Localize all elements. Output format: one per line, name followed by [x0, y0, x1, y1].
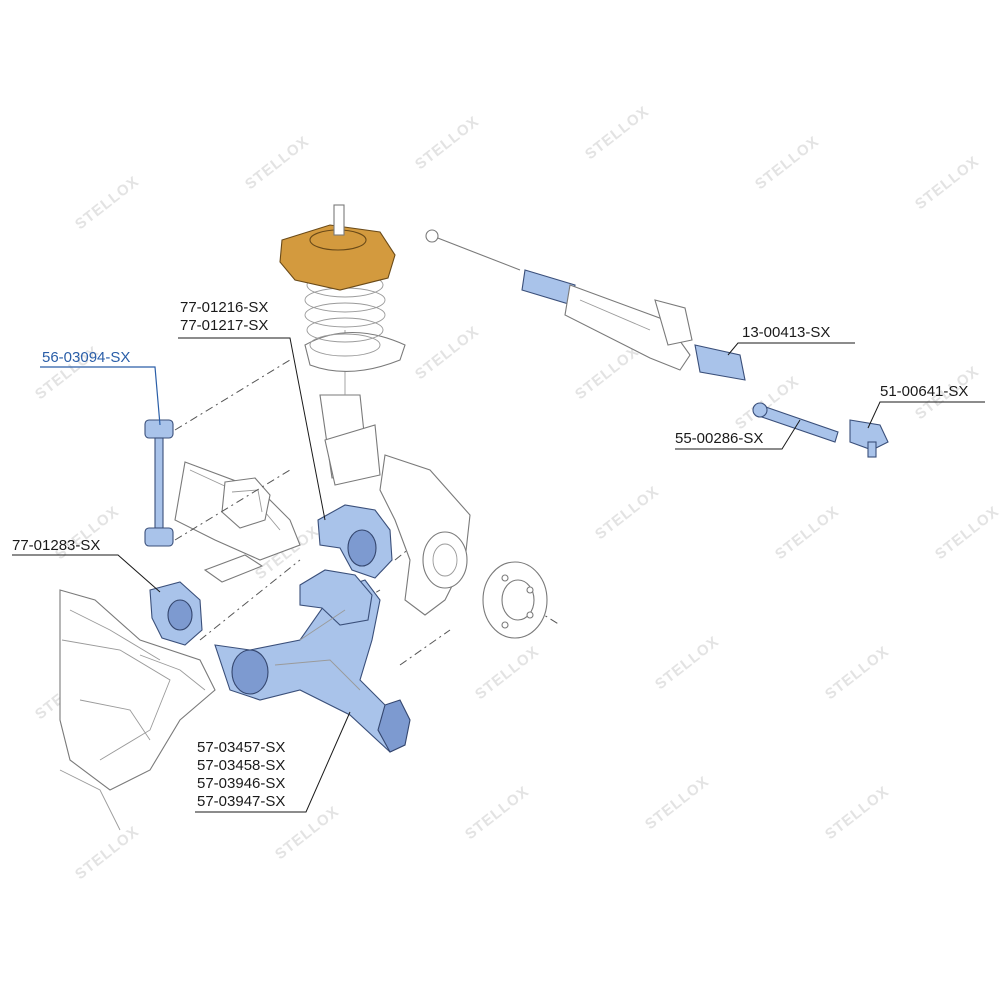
watermark-text: STELLOX [572, 343, 642, 403]
watermark-text: STELLOX [462, 783, 532, 843]
watermark-text: STELLOX [652, 633, 722, 693]
watermark-text: STELLOX [822, 783, 892, 843]
arm-bushing-rear [317, 504, 393, 579]
wheel-hub [482, 561, 548, 639]
watermark-text: STELLOX [822, 643, 892, 703]
steering-knuckle [379, 454, 471, 616]
leader-57-03457 [195, 711, 351, 813]
part-label-57-03946[interactable]: 57-03946-SX [197, 775, 285, 792]
arm-bushing-front [149, 581, 203, 646]
watermark-text: STELLOX [912, 153, 982, 213]
watermark-text: STELLOX [52, 503, 122, 563]
watermark-text: STELLOX [72, 823, 142, 883]
part-labels: 56-03094-SX 77-01216-SX 77-01217-SX 77-0… [12, 299, 968, 810]
part-label-57-03457[interactable]: 57-03457-SX [197, 739, 285, 756]
watermark-text: STELLOX [642, 773, 712, 833]
tie-rod-end [849, 419, 889, 458]
watermark-text: STELLOX [752, 133, 822, 193]
watermark-text: STELLOX [772, 503, 842, 563]
watermark-text: STELLOX [412, 113, 482, 173]
watermark-text: STELLOX [592, 483, 662, 543]
watermark-text: STELLOX [582, 103, 652, 163]
watermark-layer: STELLOX STELLOX STELLOX STELLOX STELLOX STELL… [32, 103, 1000, 883]
leader-13-00413 [727, 342, 855, 356]
part-label-57-03458[interactable]: 57-03458-SX [197, 757, 285, 774]
watermark-text: STELLOX [932, 503, 1000, 563]
strut-mount [279, 204, 396, 291]
leader-lines [12, 337, 985, 813]
leader-55-00286 [675, 419, 801, 450]
leader-56-03094 [40, 366, 161, 426]
watermark-text: STELLOX [412, 323, 482, 383]
part-label-77-01216[interactable]: 77-01216-SX [180, 299, 268, 316]
steering-rack [425, 229, 746, 381]
watermark-text: STELLOX [242, 133, 312, 193]
lower-control-arm [214, 569, 411, 753]
subframe [59, 589, 216, 831]
stabilizer-link [144, 419, 174, 547]
leader-51-00641 [867, 401, 985, 429]
part-label-77-01283[interactable]: 77-01283-SX [12, 537, 100, 554]
leader-77-01283 [12, 554, 161, 593]
part-label-57-03947[interactable]: 57-03947-SX [197, 793, 285, 810]
part-label-56-03094[interactable]: 56-03094-SX [42, 349, 130, 366]
watermark-text: STELLOX [72, 173, 142, 233]
shock-absorber [304, 330, 406, 486]
tie-rod [752, 402, 839, 443]
leader-77-01216 [178, 337, 326, 521]
part-label-55-00286[interactable]: 55-00286-SX [675, 430, 763, 447]
part-label-77-01217[interactable]: 77-01217-SX [180, 317, 268, 334]
watermark-text: STELLOX [472, 643, 542, 703]
part-label-51-00641[interactable]: 51-00641-SX [880, 383, 968, 400]
part-label-13-00413[interactable]: 13-00413-SX [742, 324, 830, 341]
